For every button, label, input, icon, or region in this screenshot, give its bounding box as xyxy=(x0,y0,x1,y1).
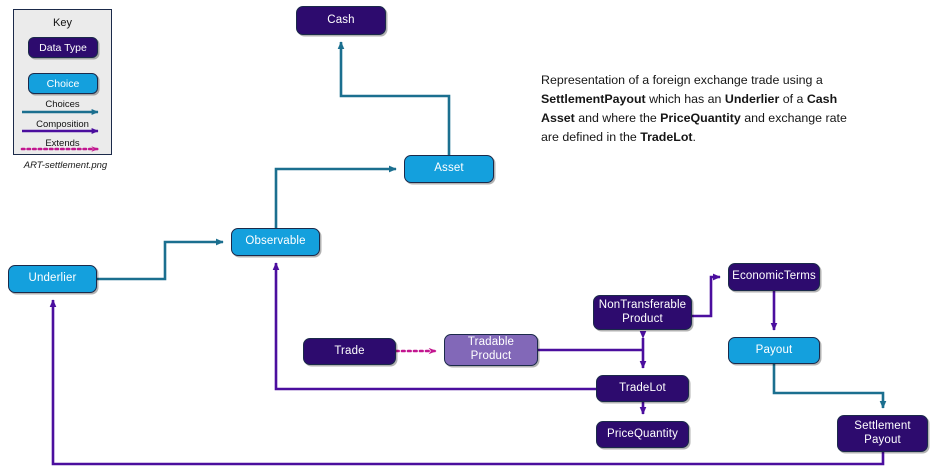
edge-settlementpayout-to-underlier xyxy=(49,299,885,466)
diagram-filename-caption: ART-settlement.png xyxy=(23,160,108,171)
key-title: Key xyxy=(53,17,72,29)
node-cash[interactable]: Cash xyxy=(296,6,386,35)
edge-tradelot-to-observable xyxy=(272,262,596,391)
diagram-description: Representation of a foreign exchange tra… xyxy=(541,71,866,146)
node-label: EconomicTerms xyxy=(732,270,816,283)
description-text: . xyxy=(692,129,696,144)
node-payout[interactable]: Payout xyxy=(728,337,820,364)
description-text: and exchange rate are defined in the xyxy=(541,110,847,144)
key-label-choices: Choices xyxy=(45,99,80,110)
description-text: of a xyxy=(779,91,807,106)
description-emphasis: Cash Asset xyxy=(541,91,838,125)
key-label-extends: Extends xyxy=(45,138,80,149)
node-asset[interactable]: Asset xyxy=(404,155,494,183)
node-label: Observable xyxy=(245,235,306,248)
description-emphasis: PriceQuantity xyxy=(660,110,741,125)
node-label: Underlier xyxy=(28,272,77,285)
key-legend-box: Key Data Type Choice Choices Composition… xyxy=(13,9,112,155)
node-label: TradeLot xyxy=(619,381,666,394)
node-label: Cash xyxy=(327,13,355,26)
edge-payout-to-settlementpayout xyxy=(772,364,887,409)
node-observable[interactable]: Observable xyxy=(231,228,320,256)
description-emphasis: SettlementPayout xyxy=(541,91,646,106)
key-swatch-choice: Choice xyxy=(28,73,98,94)
description-text: which has an xyxy=(645,91,725,106)
node-tradelot[interactable]: TradeLot xyxy=(596,375,689,402)
key-label-composition: Composition xyxy=(36,119,89,130)
description-emphasis: TradeLot xyxy=(640,129,693,144)
description-emphasis: Underlier xyxy=(724,91,780,106)
node-label: PriceQuantity xyxy=(607,427,678,440)
node-pricequantity[interactable]: PriceQuantity xyxy=(596,421,689,448)
description-text: and where the xyxy=(574,110,661,125)
node-label: Asset xyxy=(434,162,464,175)
node-underlier[interactable]: Underlier xyxy=(8,265,97,293)
edge-underlier-to-observable xyxy=(97,238,224,281)
description-text: Representation of a foreign exchange tra… xyxy=(541,73,823,87)
edge-asset-to-cash xyxy=(337,41,451,155)
edge-observable-to-asset xyxy=(274,165,397,228)
key-swatch-data-type: Data Type xyxy=(28,37,98,58)
node-label: Trade xyxy=(334,344,365,357)
edge-nontransferable-to-economicterms xyxy=(692,273,721,318)
node-economicterms[interactable]: EconomicTerms xyxy=(728,263,820,291)
node-trade[interactable]: Trade xyxy=(303,338,396,365)
node-label: Payout xyxy=(755,343,793,356)
